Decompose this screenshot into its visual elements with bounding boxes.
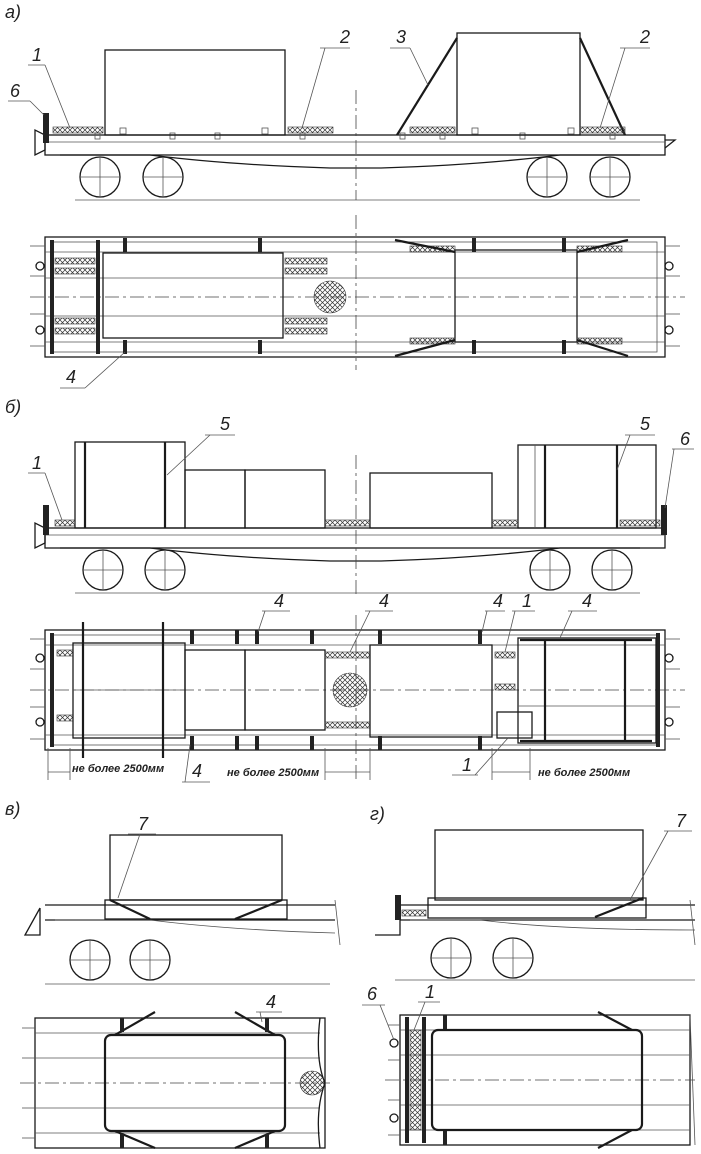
- cargo-v-top: [103, 1033, 287, 1133]
- cargo-v-side: [109, 834, 283, 901]
- bogie-left: [79, 156, 184, 198]
- callout-1-a: 1: [32, 45, 42, 65]
- callout-2-a-left: 2: [339, 27, 350, 47]
- section-label-g: г): [370, 804, 385, 824]
- callout-4-b-3: 4: [493, 591, 503, 611]
- callout-6-b: 6: [680, 429, 691, 449]
- end-stop-6-b: [661, 505, 667, 535]
- callout-1-b: 1: [32, 453, 42, 473]
- bogie-right: [526, 156, 631, 198]
- callout-1-g: 1: [425, 982, 435, 1002]
- flatcar-frame: [44, 134, 666, 156]
- callout-2-a-right: 2: [639, 27, 650, 47]
- callout-4-b-1: 4: [274, 591, 284, 611]
- cargo-b-1: [74, 441, 186, 529]
- callout-5-b-right: 5: [640, 414, 651, 434]
- cargo-b-4: [369, 472, 493, 529]
- cargo-g-top: [430, 1028, 644, 1132]
- wire-brace-3: [396, 37, 458, 136]
- callout-5-b-left: 5: [220, 414, 231, 434]
- section-label-v: в): [5, 799, 20, 819]
- callout-6-a: 6: [10, 81, 21, 101]
- cargo-b-2: [184, 469, 246, 529]
- cargo-b-3: [244, 469, 326, 529]
- cargo-top-b-3: [244, 649, 326, 731]
- cargo-top-b-4: [369, 644, 493, 738]
- cargo-top-b-5: [517, 637, 657, 744]
- section-g: г) 7 6 1: [362, 804, 696, 1149]
- center-of-gravity-b: [332, 672, 368, 708]
- callout-3-a: 3: [396, 27, 406, 47]
- flatcar-frame-b: [44, 527, 666, 549]
- callout-4-b-2: 4: [379, 591, 389, 611]
- callout-1-b-top: 1: [522, 591, 532, 611]
- center-of-gravity-a: [313, 280, 347, 314]
- section-b-side-view: б) 1 5 5 6: [5, 397, 694, 595]
- section-a-top-view: 4: [30, 215, 685, 389]
- dimension-label-right: не более 2500мм: [538, 767, 630, 779]
- cargo-top-b-1: [72, 642, 186, 739]
- callout-4-v: 4: [266, 992, 276, 1012]
- section-b-top-view: не более 2500мм не более 2500мм не более…: [30, 591, 685, 783]
- cargo-top-a-left: [102, 252, 284, 339]
- callout-4-b-4: 4: [582, 591, 592, 611]
- callout-6-g: 6: [367, 984, 378, 1004]
- cargo-box-a-right: [456, 32, 581, 136]
- section-label-a: а): [5, 2, 21, 22]
- callout-7-g: 7: [676, 811, 687, 831]
- dimension-label-center: не более 2500мм: [227, 767, 319, 779]
- callout-7-v: 7: [138, 814, 149, 834]
- cargo-top-a-right: [454, 249, 578, 343]
- cargo-box-a-left: [104, 49, 286, 136]
- section-a-side-view: а): [5, 2, 677, 201]
- callout-4-b-5: 4: [192, 761, 202, 781]
- callout-1-b-bottom: 1: [462, 755, 472, 775]
- cargo-g-side: [434, 829, 644, 901]
- callout-4-a: 4: [66, 367, 76, 387]
- dimension-label-left: не более 2500мм: [72, 763, 164, 775]
- cargo-b-5: [517, 444, 657, 529]
- section-label-b: б): [5, 397, 21, 417]
- section-v: в) 7 4: [5, 799, 341, 1150]
- end-stop-6: [43, 113, 49, 143]
